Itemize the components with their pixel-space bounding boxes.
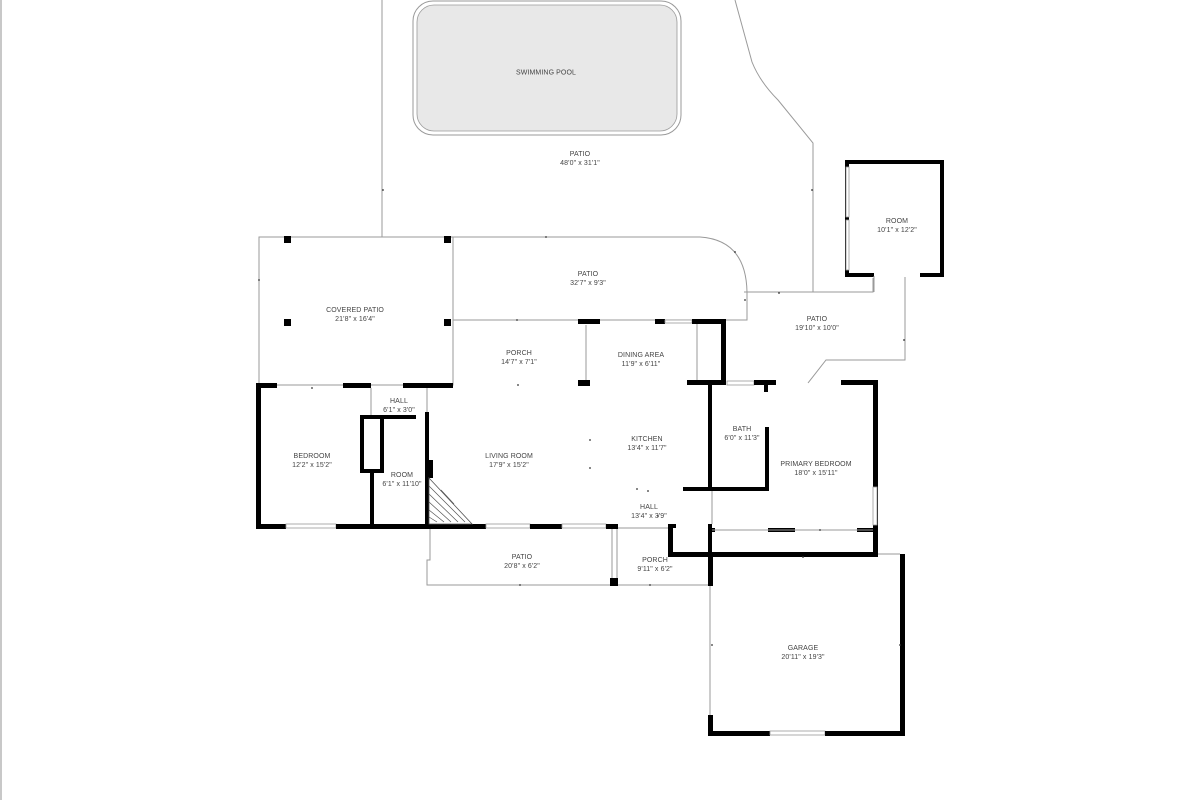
label-hall-lower: HALL 13'4" x 3'9" [631, 503, 667, 521]
room-name: PORCH [642, 557, 668, 564]
room-dimensions: 20'8" x 6'2" [504, 563, 540, 570]
label-bedroom: BEDROOM 12'2" x 15'2" [292, 452, 332, 470]
room-name: LIVING ROOM [485, 453, 533, 460]
room-name: PATIO [511, 554, 533, 561]
label-swimming-pool: SWIMMING POOL [516, 69, 576, 78]
room-dimensions: 10'1" x 12'2" [877, 227, 917, 234]
side-patio-area [747, 277, 906, 384]
label-kitchen: KITCHEN 13'4" x 11'7" [627, 435, 666, 453]
room-dimensions: 20'11" x 19'3" [781, 654, 825, 661]
room-name: KITCHEN [631, 436, 663, 443]
front-patio-area [426, 529, 708, 586]
main-house-walls [256, 381, 618, 529]
upper-porch-area [452, 320, 587, 385]
room-dimensions: 48'0" x 31'1" [560, 160, 600, 167]
room-dimensions: 11'9" x 6'11" [621, 361, 661, 368]
label-covered-patio: COVERED PATIO 21'8" x 16'4" [326, 306, 384, 324]
label-hall-small: HALL 6'1" x 3'0" [383, 397, 415, 415]
measurement-markers [258, 189, 905, 646]
east-wing-walls [618, 380, 878, 557]
label-living-room: LIVING ROOM 17'9" x 15'2" [485, 452, 533, 470]
room-name: GARAGE [787, 645, 819, 652]
room-dimensions: 13'4" x 11'7" [627, 445, 667, 452]
room-dimensions: 19'10" x 10'0" [795, 325, 839, 332]
label-primary-bedroom: PRIMARY BEDROOM 18'0" x 15'11" [780, 460, 851, 478]
label-patio-front: PATIO 20'8" x 6'2" [504, 553, 540, 571]
upper-patio-area [453, 236, 748, 321]
room-name: PRIMARY BEDROOM [780, 461, 852, 468]
room-name: PATIO [569, 151, 591, 158]
room-name: BATH [732, 426, 752, 433]
label-bath: BATH 6'0" x 11'3" [724, 425, 759, 443]
room-name: BEDROOM [293, 453, 331, 460]
label-room-small: ROOM 6'1" x 11'10" [382, 471, 421, 489]
label-patio-side: PATIO 19'10" x 10'0" [795, 315, 839, 333]
room-dimensions: 32'7" x 9'3" [570, 280, 606, 287]
label-porch-upper: PORCH 14'7" x 7'1" [501, 349, 537, 367]
label-dining-area: DINING AREA 11'9" x 6'11" [618, 351, 664, 369]
label-patio-rear: PATIO 48'0" x 31'1" [560, 150, 600, 168]
room-name: PATIO [577, 271, 599, 278]
room-dimensions: 6'1" x 3'0" [383, 407, 415, 414]
label-garage: GARAGE 20'11" x 19'3" [781, 644, 824, 662]
room-dimensions: 12'2" x 15'2" [292, 462, 332, 469]
room-dimensions: 18'0" x 15'11" [794, 470, 838, 477]
room-dimensions: 9'11" x 6'2" [637, 566, 673, 573]
room-dimensions: 17'9" x 15'2" [489, 462, 529, 469]
room-name: ROOM [885, 218, 909, 225]
garage-walls [708, 553, 905, 736]
room-name: HALL [640, 504, 658, 511]
label-room-detached: ROOM 10'1" x 12'2" [877, 217, 917, 235]
detached-room [845, 160, 944, 292]
room-name: ROOM [390, 472, 414, 479]
label-patio-upper: PATIO 32'7" x 9'3" [570, 270, 606, 288]
room-dimensions: 21'8" x 16'4" [335, 316, 375, 323]
room-name: HALL [390, 398, 408, 405]
room-dimensions: 6'1" x 11'10" [382, 481, 422, 488]
swimming-pool [412, 0, 682, 136]
room-dimensions: 13'4" x 3'9" [631, 513, 667, 520]
room-name: PATIO [806, 316, 828, 323]
stairs [428, 476, 473, 525]
room-name: SWIMMING POOL [515, 69, 577, 77]
room-name: PORCH [506, 350, 532, 357]
room-name: COVERED PATIO [326, 307, 384, 314]
page-edge [0, 0, 2, 800]
room-dimensions: 14'7" x 7'1" [501, 359, 537, 366]
room-name: DINING AREA [617, 352, 665, 359]
label-porch-front: PORCH 9'11" x 6'2" [637, 556, 672, 574]
room-dimensions: 6'0" x 11'3" [724, 435, 760, 442]
rear-patio-outline [381, 0, 814, 293]
